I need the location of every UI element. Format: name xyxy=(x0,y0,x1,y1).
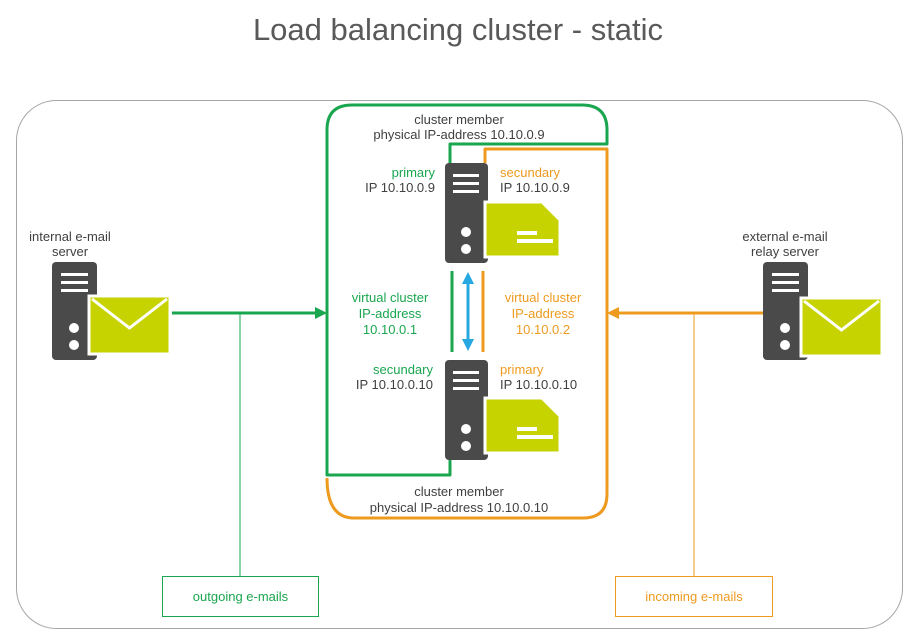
document-line xyxy=(517,239,553,243)
server-slot xyxy=(453,182,479,185)
server-led xyxy=(780,340,790,350)
server-led xyxy=(461,244,471,254)
document-line xyxy=(517,435,553,439)
document-line xyxy=(517,231,537,235)
cluster-member-1-title: cluster member xyxy=(414,112,504,127)
server-body xyxy=(763,262,808,360)
envelope-flap xyxy=(803,299,880,332)
document-line xyxy=(517,427,537,431)
virtual-ip-green-line2: IP-address xyxy=(359,306,422,321)
server-led xyxy=(461,441,471,451)
envelope-icon xyxy=(799,296,884,358)
server-slot xyxy=(453,371,479,374)
member-2-orange-ip: IP 10.10.0.10 xyxy=(500,377,577,392)
server-body xyxy=(445,163,488,263)
cluster-green-boundary xyxy=(325,103,609,477)
server-led xyxy=(461,424,471,434)
document-icon xyxy=(483,200,562,259)
internal-server-label-line2: server xyxy=(52,244,89,259)
server-slot xyxy=(453,174,479,177)
document-icon xyxy=(483,396,562,455)
member-1-green-role: primary xyxy=(392,165,436,180)
server-led xyxy=(69,340,79,350)
server-slot xyxy=(772,281,799,284)
document-body xyxy=(483,396,562,455)
document-body xyxy=(483,200,562,259)
envelope-flap xyxy=(91,297,168,330)
incoming-legend-label: incoming e-mails xyxy=(645,589,743,604)
diagram-title: Load balancing cluster - static xyxy=(253,12,663,47)
cluster-member-2-physical-ip: physical IP-address 10.10.0.10 xyxy=(370,500,549,515)
server-slot xyxy=(453,190,479,193)
server-led xyxy=(69,323,79,333)
incoming-legend-box xyxy=(615,576,773,617)
member-1-orange-ip: IP 10.10.0.9 xyxy=(500,180,570,195)
member-1-orange-role: secundary xyxy=(500,165,560,180)
virtual-ip-orange-address: 10.10.0.2 xyxy=(516,322,570,337)
internal-server-label-line1: internal e-mail xyxy=(29,229,111,244)
external-server-label-line1: external e-mail xyxy=(742,229,827,244)
virtual-ip-orange-line1: virtual cluster xyxy=(505,290,582,305)
server-slot xyxy=(61,281,88,284)
member-2-orange-role: primary xyxy=(500,362,544,377)
double-arrow-icon xyxy=(462,272,474,351)
incoming-arrow-head xyxy=(607,307,619,319)
server-slot xyxy=(61,273,88,276)
member-2-green-role: secundary xyxy=(373,362,433,377)
virtual-ip-green-address: 10.10.0.1 xyxy=(363,322,417,337)
internal-server-icon xyxy=(52,262,97,360)
server-slot xyxy=(453,379,479,382)
cluster-member-2-server-icon xyxy=(445,360,488,460)
server-slot xyxy=(453,387,479,390)
outgoing-legend-label: outgoing e-mails xyxy=(193,589,289,604)
sync-arrow-head-down xyxy=(462,339,474,351)
cluster-orange-boundary xyxy=(325,147,609,520)
outgoing-legend-box xyxy=(162,576,319,617)
outer-frame xyxy=(16,100,903,629)
virtual-ip-green-line1: virtual cluster xyxy=(352,290,429,305)
server-slot xyxy=(772,273,799,276)
member-1-green-ip: IP 10.10.0.9 xyxy=(365,180,435,195)
virtual-ip-orange-line2: IP-address xyxy=(512,306,575,321)
cluster-member-2-title: cluster member xyxy=(414,484,504,499)
server-led xyxy=(461,227,471,237)
sync-arrow-head-up xyxy=(462,272,474,284)
external-server-label-line2: relay server xyxy=(751,244,820,259)
server-body xyxy=(52,262,97,360)
cluster-member-1-physical-ip: physical IP-address 10.10.0.9 xyxy=(373,127,544,142)
member-2-green-ip: IP 10.10.0.10 xyxy=(356,377,433,392)
outgoing-arrow-head xyxy=(315,307,327,319)
server-body xyxy=(445,360,488,460)
server-led xyxy=(780,323,790,333)
server-slot xyxy=(61,289,88,292)
server-slot xyxy=(772,289,799,292)
external-server-icon xyxy=(763,262,808,360)
cluster-member-1-server-icon xyxy=(445,163,488,263)
envelope-icon xyxy=(87,294,172,356)
